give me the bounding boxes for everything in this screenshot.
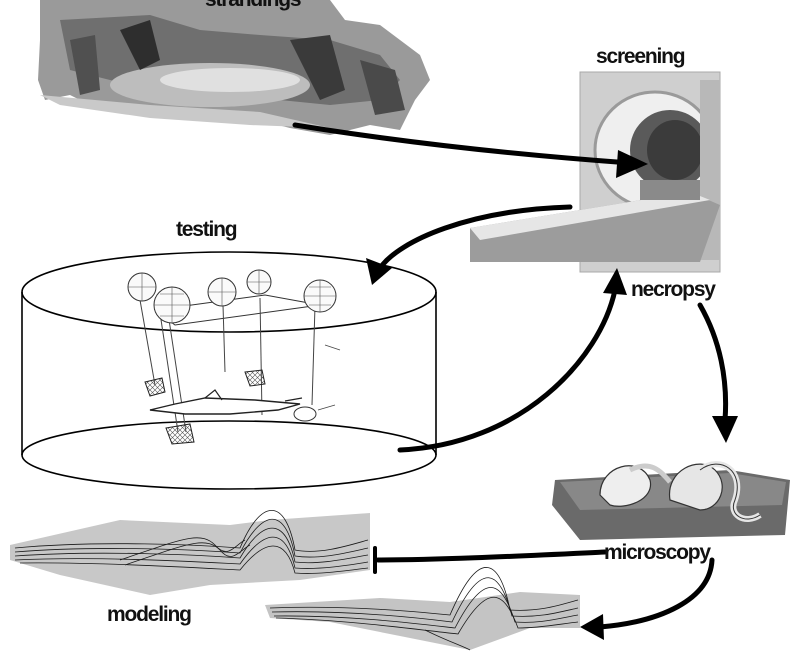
label-microscopy: microscopy [604, 541, 710, 565]
specimen-photo [548, 452, 796, 542]
label-screening: screening [596, 45, 684, 69]
arrow-necropsy-to-microscopy [700, 305, 726, 420]
label-necropsy: necropsy [631, 278, 715, 302]
arrow-testing-to-necropsy [400, 290, 615, 450]
modeling-surface-bottom [265, 567, 580, 650]
testing-tank [22, 252, 436, 489]
screening-photo [470, 72, 720, 272]
arrow-microscopy-to-modeling-lower [600, 560, 712, 627]
strandings-photo [38, 0, 430, 135]
label-testing: testing [176, 218, 236, 242]
arrow-microscopy-to-modeling [378, 552, 605, 560]
modeling-surface-top [10, 510, 370, 595]
label-modeling: modeling [107, 603, 191, 627]
label-strandings: strandings [205, 0, 300, 12]
